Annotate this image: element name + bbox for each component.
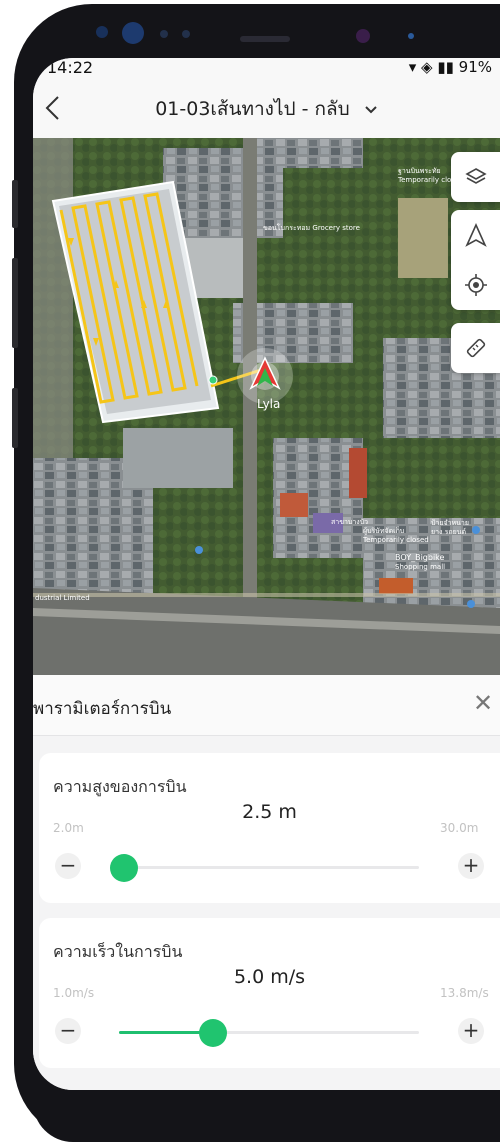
map-label: ผู้บริษัทจัดเก็บ — [363, 526, 404, 535]
status-time: 14:22 — [47, 58, 94, 77]
map-label: ป้ายจำหนาย — [431, 519, 469, 527]
camera-dot — [182, 30, 190, 38]
speed-slider[interactable] — [119, 1019, 419, 1047]
map-label: สาขาบางบัว — [331, 518, 368, 526]
locate-icon[interactable] — [451, 260, 500, 310]
ruler-icon — [451, 323, 500, 373]
map-label: ยาง รถยนต์ — [431, 528, 467, 536]
camera-dot — [122, 22, 144, 44]
speed-slider-thumb[interactable] — [198, 1019, 227, 1047]
navigation-arrow-icon[interactable] — [451, 210, 500, 260]
panel-header: พารามิเตอร์การบิน ✕ — [33, 675, 500, 736]
altitude-max: 30.0m — [440, 821, 479, 835]
map-label: ฐานบินพระทัย — [398, 167, 441, 175]
phone-side-button — [12, 258, 18, 348]
map-label: BOY_Bigbike — [395, 553, 445, 562]
map-label: Lyla — [257, 397, 280, 411]
map-nav-tools — [451, 210, 500, 310]
map-pin-icon — [195, 526, 480, 608]
battery-level: 91% — [458, 58, 492, 76]
speed-increase-button[interactable]: + — [458, 1018, 484, 1044]
chevron-down-icon — [364, 101, 378, 119]
status-icons: ▾ ◈ ▮▮ 91% — [409, 58, 492, 76]
altitude-increase-button[interactable]: + — [458, 853, 484, 879]
app-screen: 14:22 ▾ ◈ ▮▮ 91% 01-03เส้นทางไป - กลับ — [33, 58, 500, 1090]
map-imagery: ฐานบินพระทัย Temporarily closed ขอนโบกระ… — [33, 138, 500, 675]
close-icon[interactable]: ✕ — [473, 689, 494, 717]
flight-params-panel: พารามิเตอร์การบิน ✕ ความสูงของการบิน 2.5… — [33, 675, 500, 1090]
map-label: ขอนโบกระทอม Grocery store — [263, 223, 360, 232]
map-label: Temporarily closed — [397, 176, 464, 184]
altitude-slider[interactable] — [110, 854, 419, 882]
map-label: Shopping mall — [395, 563, 445, 571]
speed-min: 1.0m/s — [53, 986, 95, 1000]
measure-button[interactable] — [451, 323, 500, 373]
camera-dot — [356, 29, 370, 43]
route-arrows — [68, 238, 169, 346]
altitude-value: 2.5 m — [242, 801, 297, 823]
phone-side-button — [12, 180, 18, 228]
altitude-decrease-button[interactable]: − — [55, 853, 81, 879]
camera-dot — [408, 33, 414, 39]
speed-card: ความเร็วในการบิน 5.0 m/s 1.0m/s 13.8m/s … — [39, 918, 500, 1068]
speed-slider-fill — [119, 1031, 213, 1034]
chevron-left-icon — [45, 96, 59, 120]
altitude-card: ความสูงของการบิน 2.5 m 2.0m 30.0m − + — [39, 753, 500, 903]
earpiece-speaker — [240, 36, 290, 42]
app-header: 01-03เส้นทางไป - กลับ — [33, 80, 500, 138]
route-title[interactable]: 01-03เส้นทางไป - กลับ — [33, 94, 500, 124]
phone-chin — [33, 1090, 500, 1142]
phone-side-button — [12, 388, 18, 448]
camera-dot — [160, 30, 168, 38]
map-layers-button[interactable] — [451, 152, 500, 202]
back-button[interactable] — [37, 88, 67, 128]
panel-title: พารามิเตอร์การบิน — [33, 699, 172, 719]
map-label: Temporarily closed — [362, 536, 429, 544]
camera-dot — [96, 26, 108, 38]
route-title-text: 01-03เส้นทางไป - กลับ — [155, 98, 350, 120]
altitude-slider-thumb[interactable] — [110, 854, 139, 882]
speed-label: ความเร็วในการบิน — [53, 942, 183, 961]
altitude-min: 2.0m — [53, 821, 84, 835]
layers-icon — [451, 152, 500, 202]
altitude-label: ความสูงของการบิน — [53, 777, 187, 796]
route-start-marker — [208, 375, 218, 385]
flight-route — [59, 192, 262, 404]
drone-position-marker[interactable] — [237, 348, 293, 404]
speed-decrease-button[interactable]: − — [55, 1018, 81, 1044]
speed-max: 13.8m/s — [440, 986, 489, 1000]
map-label: dustrial Limited — [35, 594, 90, 602]
speed-value: 5.0 m/s — [233, 966, 306, 988]
status-bar: 14:22 ▾ ◈ ▮▮ 91% — [33, 58, 500, 80]
signal-icon: ▾ ◈ ▮▮ — [408, 58, 454, 76]
satellite-map[interactable]: ฐานบินพระทัย Temporarily closed ขอนโบกระ… — [33, 138, 500, 675]
